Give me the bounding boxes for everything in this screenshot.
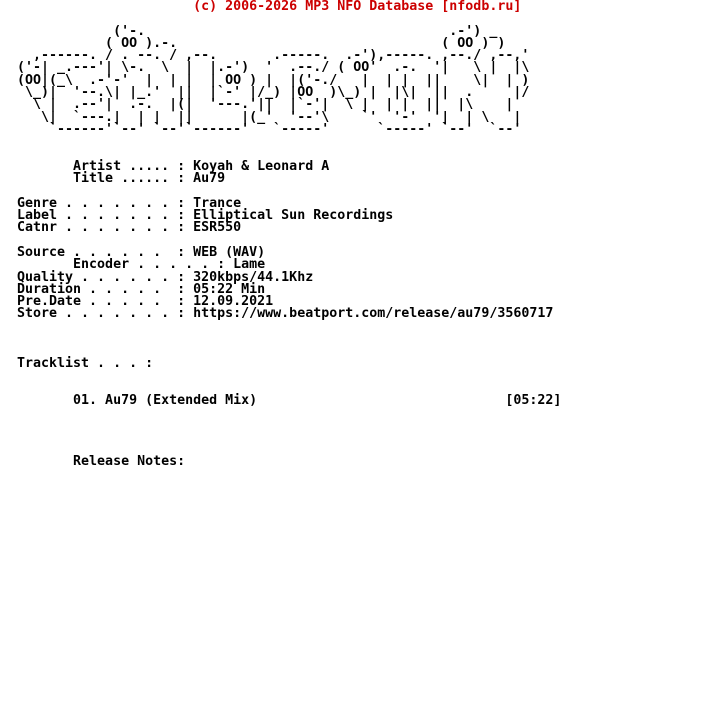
ascii-logo-row: ,------. / . --. / ,--. .-----. .-'),---… (17, 48, 530, 64)
ascii-logo-row: (OO|(_\ .-'-' | | | | OO ) | |('-./ | | … (17, 72, 530, 88)
genre-line: Genre . . . . . . . : Trance (17, 195, 242, 211)
duration-line: Duration . . . . . : 05:22 Min (17, 281, 266, 297)
ascii-logo-row: \_)| '--.\| |_.' || |`-' |/_) |OO )\_) |… (17, 85, 530, 101)
nfo-line (17, 333, 561, 345)
nfo-line (17, 321, 561, 333)
artist-line: Artist ..... : Koyah & Leonard A (17, 158, 330, 174)
source-line: Source . . . . . . : WEB (WAV) (17, 244, 266, 260)
track-row: 01. Au79 (Extended Mix) [05:22] (17, 392, 562, 408)
title-line: Title ...... : Au79 (17, 171, 226, 187)
encoder-line: Encoder . . . . . : Lame (17, 257, 266, 273)
nfo-line (17, 136, 561, 148)
ascii-logo-row: ( OO ).-. ( OO ) ) (17, 35, 506, 51)
nfo-line (17, 419, 561, 431)
nfo-line (17, 431, 561, 443)
nfo-line (17, 481, 561, 493)
catnr-line: Catnr . . . . . . . : ESR550 (17, 220, 242, 236)
nfodb-copyright-line: (c) 2006-2026 MP3 NFO Database [nfodb.ru… (17, 0, 522, 14)
store-line: Store . . . . . . . : https://www.beatpo… (17, 306, 554, 322)
ascii-logo-row: ('-| _.---'| \-. \ | |.-') ' .--./ ( OO'… (17, 60, 530, 76)
ascii-logo-row: `------'`--' `--'`------' `-----' `-----… (17, 121, 522, 137)
nfo-line (17, 468, 561, 480)
release-notes-heading-line: Release Notes: (17, 453, 186, 469)
nfo-text: (c) 2006-2026 MP3 NFO Database [nfodb.ru… (17, 0, 562, 493)
ascii-logo-row: ('-. .-') _ (17, 23, 498, 39)
ascii-logo-row: \| `---.| | | || |(_' '--'\ `' '-' '| | … (17, 109, 522, 125)
quality-line: Quality . . . . . . : 320kbps/44.1Khz (17, 269, 314, 285)
nfo-line (17, 407, 561, 419)
label-line: Label . . . . . . . : Elliptical Sun Rec… (17, 208, 394, 224)
tracklist-heading-line: Tracklist . . . : (17, 355, 154, 371)
ascii-logo-row: \ | .--'| .-. |(| '---.'|| |`-'| \ | | |… (17, 97, 514, 113)
predate-line: Pre.Date . . . . . : 12.09.2021 (17, 294, 274, 310)
nfo-line (17, 370, 561, 382)
